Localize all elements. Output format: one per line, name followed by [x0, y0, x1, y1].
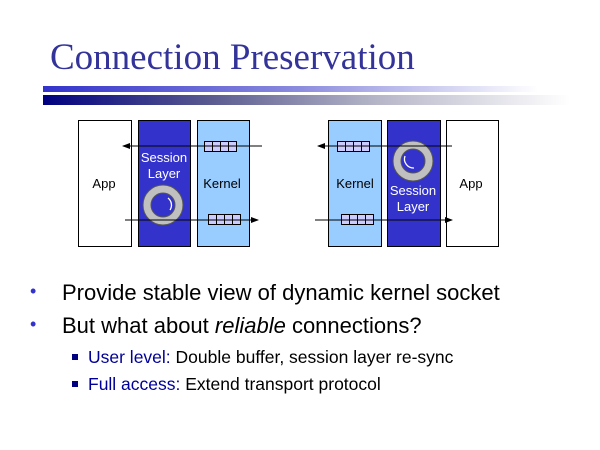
right-session-layer-box: [387, 120, 441, 247]
sub-bullet-body: Double buffer, session layer re-sync: [170, 347, 454, 367]
left-app-label: App: [92, 176, 115, 191]
left-kernel-label: Kernel: [203, 176, 241, 191]
sub-bullet-text: Full access: Extend transport protocol: [88, 374, 381, 395]
sub-bullet-label: Full access:: [88, 374, 181, 394]
left-app-box: [78, 120, 132, 247]
left-ring-buffer-icon: [142, 184, 184, 226]
bullet-text: Provide stable view of dynamic kernel so…: [62, 280, 500, 305]
bullet-emphasis: reliable: [214, 313, 286, 338]
bullet-text: But what about reliable connections?: [62, 313, 422, 339]
bullet-dot-icon: •: [30, 281, 37, 301]
right-kernel-label: Kernel: [336, 176, 374, 191]
slide-title: Connection Preservation: [50, 37, 415, 78]
square-bullet-icon: [72, 354, 78, 360]
right-session-label-2: Layer: [397, 199, 430, 214]
sub-bullet-body: Extend transport protocol: [180, 374, 381, 394]
bullet-text-part: connections?: [285, 313, 422, 338]
sub-bullet-text: User level: Double buffer, session layer…: [88, 347, 453, 368]
right-app-box: [446, 120, 499, 247]
title-underline-bar-dark: [43, 95, 598, 105]
connection-diagram: App Session Layer Kernel Kernel Session …: [78, 120, 499, 247]
sub-bullet-label: User level:: [88, 347, 171, 367]
left-session-label-2: Layer: [148, 166, 181, 181]
bullet-dot-icon: •: [30, 314, 37, 334]
bullet-text-part: But what about: [62, 313, 215, 338]
right-app-label: App: [459, 176, 482, 191]
square-bullet-icon: [72, 381, 78, 387]
right-session-label-1: Session: [390, 183, 436, 198]
right-ring-buffer-icon: [392, 140, 434, 182]
title-underline-bar: [43, 86, 593, 92]
left-session-layer-box: [138, 120, 191, 247]
left-session-label-1: Session: [141, 150, 187, 165]
